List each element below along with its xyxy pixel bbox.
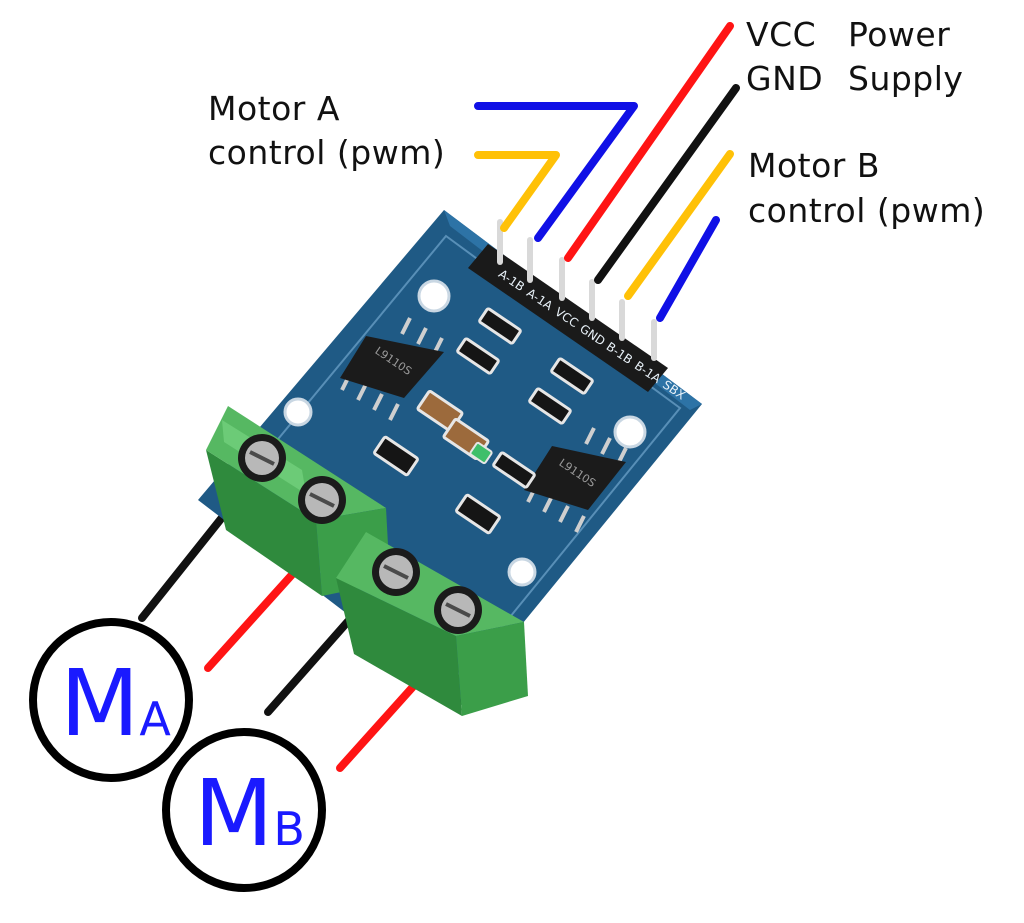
- motor-a-pwm-blue-wire: [474, 102, 638, 242]
- header-pins: [497, 219, 657, 361]
- mount-hole-right: [613, 415, 647, 449]
- screw-terminal-b: [336, 532, 528, 716]
- mount-hole-bottom: [507, 557, 537, 587]
- header-wires: [474, 22, 740, 322]
- motor-a-title: Motor A: [208, 89, 340, 128]
- motor-b-pwm-blue-wire: [656, 216, 720, 322]
- motor-letter: M: [60, 650, 139, 757]
- pin-header: [468, 244, 668, 392]
- motor-a-symbol: MA: [29, 618, 193, 782]
- gnd-wire: [594, 84, 740, 284]
- motor-b-label: MB: [194, 760, 305, 867]
- motor-b-title: Motor B: [748, 146, 880, 185]
- gnd-label: GND: [746, 59, 824, 98]
- capacitor-c4: [455, 493, 501, 535]
- resistor-r5: [550, 357, 594, 395]
- motor-b-wire-black: [264, 606, 362, 716]
- motor-b-circle: [162, 728, 326, 892]
- vcc-wire: [564, 22, 734, 262]
- motor-a-wire-red: [204, 564, 302, 672]
- driver-chip-a: L9110S: [340, 317, 444, 421]
- mount-hole-left: [283, 397, 313, 427]
- resistor-r2: [478, 307, 522, 345]
- motor-a-wire-black: [138, 501, 236, 622]
- motor-driver-board: A-1B A-1A VCC GND B-1B B-1A SBX L9110S: [198, 210, 702, 716]
- resistor-r1: [492, 451, 536, 489]
- vcc-label: VCC: [746, 15, 817, 54]
- mount-hole-top: [417, 279, 451, 313]
- supply-label: Supply: [848, 59, 964, 98]
- motor-subscript: B: [273, 802, 305, 856]
- smd-components: [373, 307, 594, 535]
- motor-letter: M: [194, 760, 273, 867]
- motor-b-pwm-yellow-wire: [624, 150, 734, 300]
- resistor-r4: [528, 387, 572, 425]
- motor-b-control-label: control (pwm): [748, 191, 986, 230]
- driver-chip-b: L9110S: [524, 427, 628, 533]
- led-d1: [469, 441, 493, 465]
- motor-a-control-label: control (pwm): [208, 133, 446, 172]
- power-label: Power: [848, 15, 951, 54]
- motor-a-circle: [29, 618, 193, 782]
- motor-subscript: A: [139, 692, 171, 746]
- resistor-r3: [456, 337, 500, 375]
- capacitor-c3: [373, 435, 419, 477]
- motor-a-label: MA: [60, 650, 171, 757]
- motor-b-symbol: MB: [162, 728, 326, 892]
- motor-a-pwm-yellow-wire: [474, 151, 560, 232]
